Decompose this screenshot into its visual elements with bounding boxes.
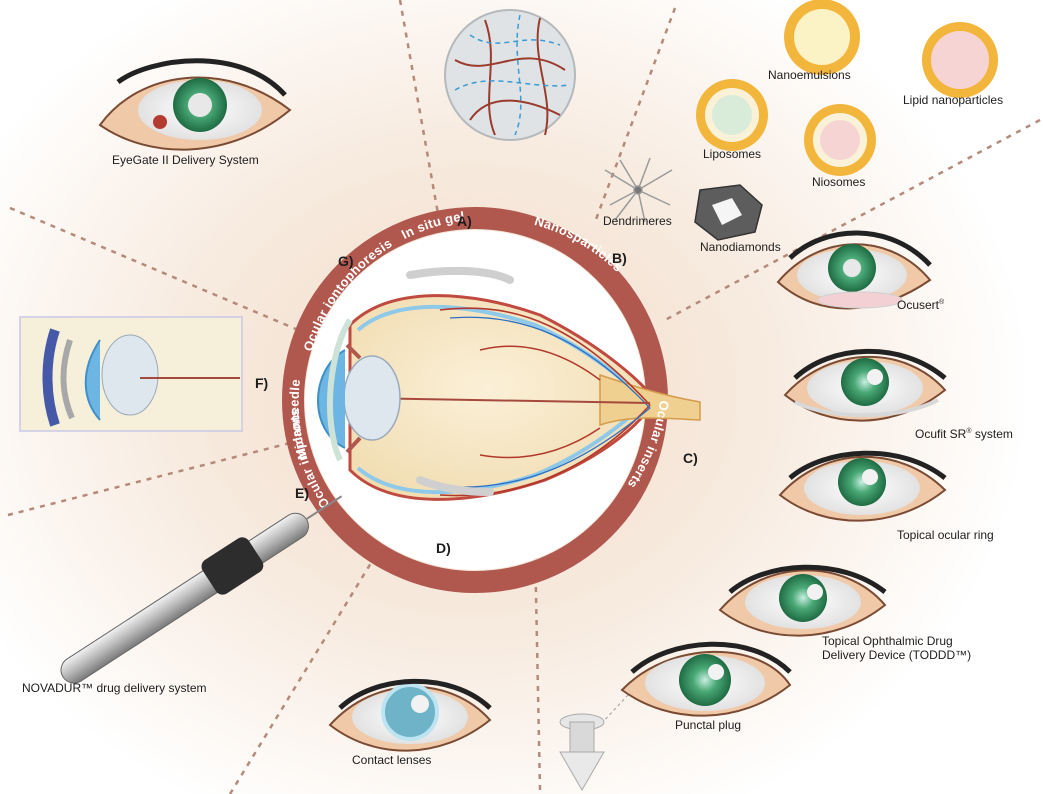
label-novadur: NOVADUR™ drug delivery system (22, 681, 207, 695)
label-topical-ring: Topical ocular ring (897, 528, 994, 542)
novadur-device-illustration (52, 479, 352, 693)
label-nanoemulsions: Nanoemulsions (768, 68, 851, 82)
section-label-e: E) (295, 485, 309, 501)
dendrimer-particle (605, 158, 672, 222)
liposome-particle (696, 79, 768, 151)
section-label-a: A) (457, 213, 472, 229)
divider-line (10, 208, 310, 335)
divider-line (400, 0, 440, 225)
section-label-c: C) (683, 450, 698, 466)
in-situ-gel-illustration (445, 10, 575, 140)
lipid-nanoparticle (922, 22, 998, 98)
label-ocufit-suffix: system (972, 427, 1013, 441)
ocufit-eye-illustration (785, 351, 945, 420)
microneedles-illustration (20, 317, 242, 431)
label-ocufit-text: Ocufit SR (915, 427, 966, 441)
label-toddd-line1: Topical Ophthalmic Drug (822, 634, 953, 648)
eyegate-eye-illustration (100, 61, 290, 150)
section-label-d: D) (436, 540, 451, 556)
label-toddd-line2: Delivery Device (TODDD™) (822, 648, 971, 662)
label-niosomes: Niosomes (812, 175, 865, 189)
divider-line (8, 443, 290, 515)
section-label-b: B) (612, 250, 627, 266)
label-lipid-nanoparticles: Lipid nanoparticles (903, 93, 1003, 107)
punctal-plug-device (560, 714, 604, 790)
label-dendrimeres: Dendrimeres (603, 214, 672, 228)
section-label-g: G) (338, 253, 354, 269)
label-nanodiamonds: Nanodiamonds (700, 240, 781, 254)
section-label-f: F) (255, 375, 268, 391)
label-eyegate: EyeGate II Delivery System (112, 153, 259, 167)
label-punctal-plug: Punctal plug (675, 718, 741, 732)
nanodiamond-particle (695, 185, 762, 240)
registered-mark: ® (939, 299, 944, 306)
label-contact-lenses: Contact lenses (352, 753, 431, 767)
label-ocusert: Ocusert® (897, 296, 944, 312)
topical-ring-eye-illustration (780, 453, 945, 520)
toddd-eye-illustration (720, 567, 885, 635)
label-ocusert-text: Ocusert (897, 298, 939, 312)
nanoemulsion-particle (784, 0, 860, 75)
contact-lens-eye-illustration (330, 681, 490, 750)
label-ocufit: Ocufit SR® system (915, 425, 1013, 441)
niosome-particle (804, 104, 876, 176)
label-liposomes: Liposomes (703, 147, 761, 161)
